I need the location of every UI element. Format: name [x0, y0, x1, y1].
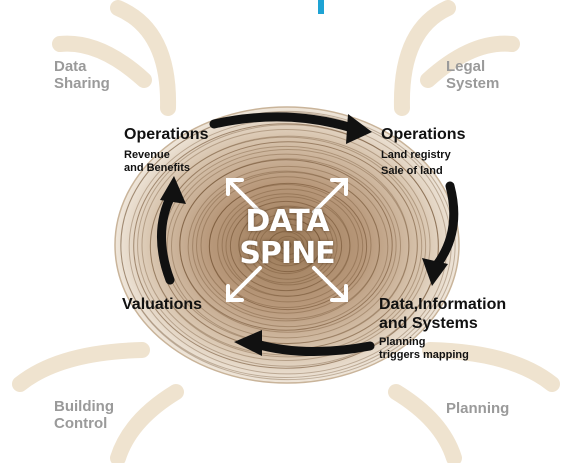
cycle-arrow-top: [209, 112, 357, 133]
tree-ring: [192, 170, 380, 322]
tree-ring: [149, 136, 423, 356]
center-arrow-sw: [226, 266, 262, 302]
outer-label-line: Sharing: [54, 75, 110, 92]
outer-arrow-bottom-left-b: [110, 384, 184, 463]
tree-ring: [120, 110, 456, 381]
node-detail: Land registry: [381, 149, 451, 161]
cycle-arrow-left: [157, 189, 177, 285]
tree-rings: [114, 106, 460, 384]
accent-mark: [318, 0, 324, 14]
tree-ring: [255, 218, 321, 273]
tree-ring: [196, 171, 380, 320]
center-title: DATA SPINE: [230, 206, 344, 270]
outer-arrow-top-right: [393, 0, 456, 116]
tree-ring: [251, 217, 321, 275]
cycle-arrow-right: [431, 181, 459, 271]
cycle-arrow-top-head: [346, 114, 372, 144]
outer-arrow-top-left: [110, 0, 177, 116]
cycle-arrows: [157, 112, 459, 357]
tree-ring: [208, 182, 368, 311]
center-title-line: SPINE: [239, 236, 335, 271]
outer-arrow-bottom-right-b: [388, 384, 462, 463]
center-title-line: DATA: [245, 204, 329, 239]
tree-ring: [267, 230, 309, 263]
tree-ring: [267, 231, 305, 261]
center-arrows: [226, 178, 348, 302]
outer-label-building-control: Building Control: [54, 398, 114, 432]
outer-label-line: Planning: [446, 400, 510, 417]
cycle-arrow-bottom: [251, 339, 375, 357]
outer-arrow-top-right-b: [420, 35, 520, 88]
outer-label-legal-system: Legal System: [446, 58, 499, 92]
tree-ring: [133, 123, 439, 369]
node-title: and Systems: [379, 315, 478, 332]
tree-ring: [229, 200, 343, 292]
cycle-arrow-right-head: [422, 258, 448, 286]
tree-ring: [179, 159, 393, 331]
node-title: Operations: [381, 126, 466, 143]
outer-label-line: Control: [54, 415, 108, 432]
tree-ring: [179, 158, 397, 333]
tree-ring: [276, 235, 300, 256]
outer-label-line: Building: [54, 398, 114, 415]
tree-ring: [280, 240, 292, 250]
tree-ring: [259, 223, 313, 267]
outer-label-data-sharing: Data Sharing: [54, 58, 110, 92]
outer-arrows: [12, 0, 560, 463]
node-detail: Revenue: [124, 149, 170, 161]
node-detail: triggers mapping: [379, 349, 469, 361]
center-arrow-se: [312, 266, 348, 302]
cycle-arrow-bottom-head: [234, 330, 262, 356]
tree-ring: [238, 205, 338, 286]
outer-label-line: Data: [54, 58, 87, 75]
outer-arrow-bottom-left: [12, 342, 150, 392]
node-detail: Planning: [379, 336, 426, 348]
tree-ring: [221, 193, 351, 297]
tree-ring: [187, 165, 389, 328]
tree-ring: [171, 153, 401, 339]
tree-ring: [200, 176, 372, 314]
outer-label-planning: Planning: [446, 400, 509, 417]
node-detail: and Benefits: [124, 162, 191, 174]
node-title: Valuations: [122, 296, 203, 313]
outer-label-line: System: [446, 75, 500, 92]
tree-ring: [217, 188, 359, 303]
center-arrow-ne: [312, 178, 348, 214]
tree-ring: [246, 213, 330, 280]
outer-arrow-top-left-b: [52, 35, 152, 88]
tree-ring: [238, 206, 334, 284]
outer-label-line: Legal: [446, 58, 486, 75]
outer-arrow-bottom-right: [422, 342, 560, 392]
node-title: Operations: [124, 126, 209, 143]
tree-ring: [225, 196, 351, 297]
cycle-arrow-left-head: [160, 176, 186, 204]
tree-ring: [141, 129, 431, 361]
node-detail: Sale of land: [381, 165, 443, 177]
node-title: Data,Information: [379, 296, 507, 313]
tree-ring: [149, 135, 427, 358]
tree-ring: [166, 149, 410, 344]
center-arrow-nw: [226, 178, 262, 214]
